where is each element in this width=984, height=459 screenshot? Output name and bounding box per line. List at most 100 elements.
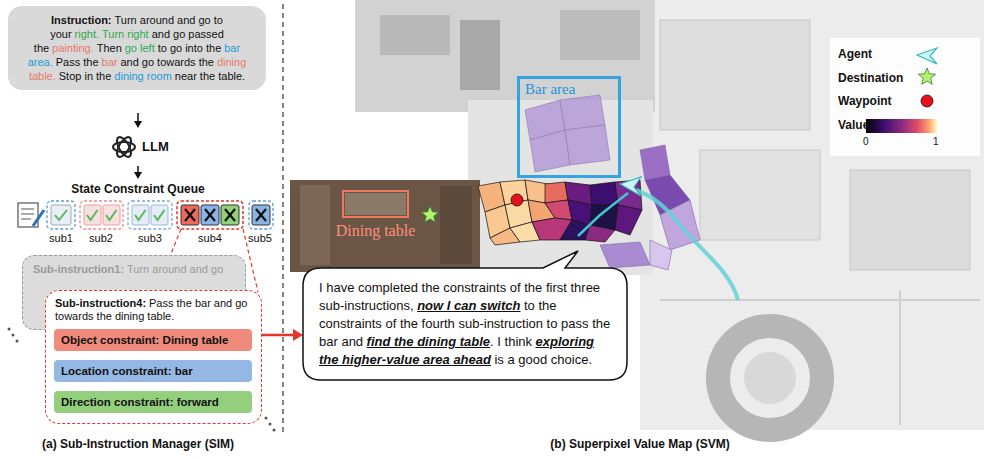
path-shape: [636, 190, 738, 300]
circle-shape: [269, 423, 272, 426]
rect-shape: [51, 205, 71, 225]
object-constraint-bar: Object constraint: Dining table: [54, 329, 252, 351]
circle-shape: [265, 417, 268, 420]
rect-shape: [830, 38, 980, 156]
circle-shape: [16, 340, 19, 343]
rect-shape: [640, 0, 984, 430]
legend-text: Agent: [838, 47, 872, 61]
text-run: go left: [125, 42, 155, 54]
circle-shape: [744, 352, 796, 404]
queue-item-label: sub2: [81, 232, 121, 244]
rect-shape: [660, 20, 810, 130]
rect-shape: [181, 205, 199, 225]
text-run: Sub-instruction1:: [33, 263, 124, 275]
polygon-shape: [918, 68, 935, 84]
polygon-shape: [600, 242, 650, 268]
g-shape: [185, 209, 235, 221]
text-run: now I can switch: [417, 298, 520, 313]
colorbar-tick: 0: [863, 136, 869, 147]
rect-shape: [700, 150, 820, 240]
node-text: Location constraint: bar: [61, 365, 193, 378]
text-run: find the dining table: [367, 334, 491, 349]
rect-shape: [103, 205, 120, 225]
line-shape: [282, 4, 283, 432]
polygon-shape: [585, 225, 615, 242]
g-shape: [918, 68, 935, 84]
rect-shape: [300, 185, 330, 265]
circle-shape: [273, 429, 276, 432]
rect-shape: [151, 205, 168, 225]
text-run: near the table.: [175, 70, 245, 82]
rect-shape: [201, 205, 219, 225]
line-shape: [660, 299, 980, 301]
text-flow: Sub-instruction4:Pass the bar and go tow…: [55, 297, 252, 323]
line-shape: [899, 290, 901, 425]
line-shape: [205, 209, 215, 221]
rect-shape: [460, 20, 500, 90]
rect-shape: [560, 10, 640, 60]
rect-shape: [440, 186, 472, 264]
rect-shape: [850, 170, 970, 270]
rect-shape: [47, 201, 75, 229]
speech-bubble: I have completed the constraints of the …: [303, 268, 627, 380]
text-run: Turn around and go: [127, 263, 223, 275]
polygon-shape: [650, 240, 672, 270]
g-shape: [256, 209, 266, 221]
text-run: Pass the: [56, 56, 99, 68]
instruction-box: Instruction:Turn around and go to yourri…: [8, 6, 266, 90]
circle-shape: [511, 194, 523, 206]
rect-shape: [132, 205, 149, 225]
node-text: Bar area: [525, 80, 613, 98]
polygon-shape: [421, 206, 438, 222]
panel-caption: (b) Superpixel Value Map (SVM): [440, 437, 840, 451]
rect-shape: [380, 15, 450, 55]
polygon-shape: [917, 48, 937, 64]
line-shape: [185, 209, 195, 221]
queue-item-label: sub1: [41, 232, 81, 244]
path-shape: [154, 210, 165, 220]
line-shape: [205, 209, 215, 221]
path-shape: [578, 193, 628, 236]
circle-shape: [718, 326, 822, 430]
text-run: Sub-instruction4:: [55, 297, 146, 309]
circle-shape: [921, 95, 933, 107]
dining-table-box: Dining table: [342, 190, 409, 218]
text-run: Instruction:: [51, 14, 112, 26]
rect-shape: [345, 193, 406, 215]
panel-caption: (a) Sub-Instruction Manager (SIM): [0, 437, 276, 451]
text-run: dining room: [114, 70, 171, 82]
text-run: Then: [97, 42, 122, 54]
polygon-shape: [640, 145, 670, 180]
g-shape: [525, 95, 610, 172]
rect-shape: [84, 205, 101, 225]
polygon-shape: [530, 130, 570, 172]
legend-text: Waypoint: [838, 94, 892, 108]
line-shape: [21, 214, 34, 215]
rect-shape: [252, 205, 270, 225]
rect-shape: [290, 180, 480, 272]
connector-line: [262, 334, 293, 337]
map-label: Dining table: [336, 222, 416, 240]
polygon-shape: [545, 200, 572, 220]
queue-title: State Constraint Queue: [18, 182, 258, 196]
polygon-shape: [560, 95, 605, 130]
path-shape: [106, 210, 117, 220]
line-shape: [256, 209, 266, 221]
text-flow: Instruction:Turn around and go to yourri…: [17, 13, 257, 83]
bar-area-box: Bar area: [517, 76, 621, 178]
text-run: bar: [102, 56, 118, 68]
line-shape: [225, 209, 235, 221]
node-text: Direction constraint: forward: [61, 396, 219, 409]
rect-shape: [866, 119, 937, 133]
line-shape: [21, 219, 31, 220]
connector-arrow: [262, 329, 303, 341]
rect-shape: [468, 100, 653, 275]
line-shape: [256, 209, 266, 221]
node-text: Object constraint: Dining table: [61, 334, 228, 347]
ellipse-shape: [114, 135, 134, 159]
line-shape: [21, 209, 34, 210]
text-run: to go into the: [158, 42, 222, 54]
line-shape: [185, 209, 195, 221]
legend-text: Destination: [838, 71, 903, 85]
text-run: is a good choice.: [494, 352, 592, 367]
